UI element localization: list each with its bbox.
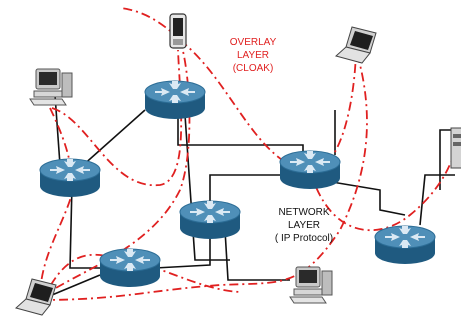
laptop-icon — [15, 278, 57, 316]
overlay-label-line2: LAYER — [237, 50, 269, 61]
mobile-phone-icon — [169, 13, 187, 49]
link-router-server — [419, 174, 455, 226]
router-icon — [39, 158, 101, 198]
router-icon — [179, 200, 241, 240]
link-router-router — [224, 229, 290, 281]
laptop-icon — [335, 26, 377, 64]
network-label-line3: ( IP Protocol) — [275, 233, 333, 244]
router-icon — [374, 225, 436, 265]
overlay-path — [39, 39, 191, 299]
link-router-router — [209, 174, 285, 205]
link-desktop-router — [54, 94, 61, 166]
desktop-computer-icon — [289, 266, 333, 304]
overlay-paths — [39, 7, 456, 303]
network-layer-label: NETWORK LAYER ( IP Protocol) — [275, 207, 333, 244]
overlay-path — [39, 107, 73, 299]
desktop-computer-icon — [29, 68, 73, 106]
overlay-path — [41, 253, 241, 303]
link-router-router — [184, 114, 230, 261]
router-icon — [99, 248, 161, 288]
link-router-router — [154, 235, 211, 269]
overlay-label-line3: (CLOAK) — [233, 63, 274, 74]
link-router-router — [319, 179, 406, 216]
link-router-router — [69, 184, 110, 269]
router-icon — [144, 80, 206, 120]
overlay-path — [39, 49, 368, 301]
overlay-layer-label: OVERLAY LAYER (CLOAK) — [230, 37, 277, 74]
network-label-line1: NETWORK — [278, 207, 329, 218]
router-icon — [279, 150, 341, 190]
overlay-label-line1: OVERLAY — [230, 37, 277, 48]
overlay-path — [309, 149, 456, 232]
network-label-line2: LAYER — [288, 220, 320, 231]
server-icon — [450, 127, 461, 169]
